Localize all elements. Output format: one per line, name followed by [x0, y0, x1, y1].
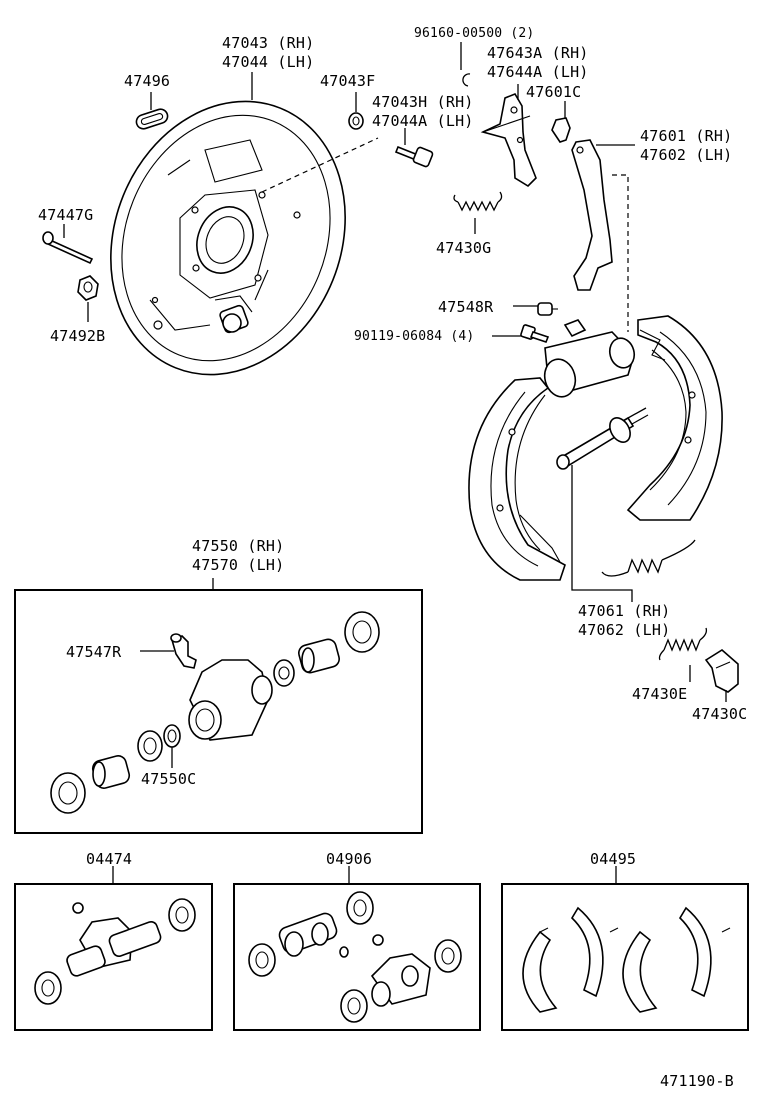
label-clip: 96160-00500 (2): [414, 26, 535, 41]
label-bolt-lh: 47044A (LH): [372, 112, 474, 130]
leader-lines: [63, 42, 727, 884]
kit-b-contents: [248, 891, 462, 1023]
label-kit-c: 04495: [590, 850, 637, 868]
plug-part: [135, 108, 169, 130]
label-plug: 47496: [124, 72, 171, 90]
kit-c-contents: [522, 906, 731, 1013]
brake-shoe-assembly: [468, 315, 723, 602]
label-backing-plate-lh: 47044 (LH): [222, 53, 315, 71]
bolt-4-part: [520, 324, 550, 343]
label-bleeder: 47548R: [438, 298, 494, 316]
label-nut-b: 47492B: [50, 327, 106, 345]
label-adjuster-lh: 47062 (LH): [578, 621, 671, 639]
label-adjuster-rh: 47061 (RH): [578, 602, 671, 620]
kit-b-box: [233, 883, 481, 1031]
nut-b-part: [77, 275, 99, 301]
kit-a-box: [14, 883, 213, 1031]
retainer-part: [551, 117, 571, 143]
label-bolt-4: 90119-06084 (4): [354, 329, 475, 344]
backing-plate: [110, 100, 346, 376]
nut-f-part: [348, 112, 364, 130]
label-kit-b: 04906: [326, 850, 373, 868]
stud-part: [42, 231, 94, 265]
kit-c-box: [501, 883, 749, 1031]
label-stud: 47447G: [38, 206, 94, 224]
parking-lever: [480, 93, 537, 188]
spring-g-part: [453, 191, 503, 212]
label-cyl-rh: 47550 (RH): [192, 537, 285, 555]
label-spring-c: 47430C: [692, 705, 748, 723]
strut-part: [571, 139, 613, 291]
wheel-cylinder-exploded: [50, 611, 380, 814]
dashed-guide-lines: [261, 137, 629, 332]
label-lever-rh: 47643A (RH): [487, 44, 589, 62]
label-spring-e: 47430E: [632, 685, 688, 703]
label-lever-lh: 47644A (LH): [487, 63, 589, 81]
wheel-cylinder-box: [14, 589, 423, 834]
label-bolt-rh: 47043H (RH): [372, 93, 474, 111]
bleeder-part: [537, 302, 558, 316]
spring-c-part: [704, 649, 739, 693]
label-retainer: 47601C: [526, 83, 582, 101]
clip-part: [462, 73, 471, 87]
diagram-id: 471190-B: [660, 1072, 734, 1090]
label-nut-f: 47043F: [320, 72, 376, 90]
kit-a-contents: [34, 898, 196, 1005]
label-strut-rh: 47601 (RH): [640, 127, 733, 145]
label-bleeder-plug: 47547R: [66, 643, 122, 661]
label-backing-plate-rh: 47043 (RH): [222, 34, 315, 52]
label-strut-lh: 47602 (LH): [640, 146, 733, 164]
bolt-part: [394, 145, 434, 168]
label-cyl-lh: 47570 (LH): [192, 556, 285, 574]
spring-e-part: [658, 627, 708, 661]
label-spring-g: 47430G: [436, 239, 492, 257]
label-cup: 47550C: [141, 770, 197, 788]
label-kit-a: 04474: [86, 850, 133, 868]
